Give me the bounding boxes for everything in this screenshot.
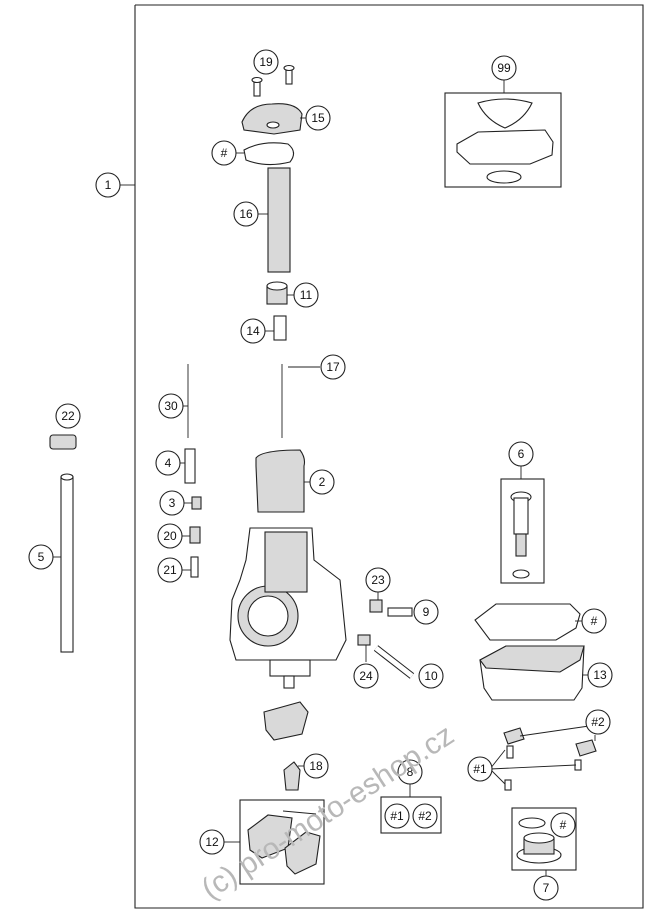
- vent-tube: [53, 473, 74, 653]
- cover-gasket: [236, 142, 295, 166]
- needle-valve-box: [500, 466, 545, 584]
- callout-4: 4: [155, 450, 181, 476]
- callout-hash-plug-oring: #: [550, 812, 576, 838]
- svg-text:17: 17: [326, 360, 340, 374]
- callout-23: 23: [365, 567, 391, 593]
- callout-15: 15: [305, 105, 331, 131]
- idle-screw: [387, 607, 413, 617]
- svg-text:#2: #2: [418, 809, 432, 823]
- callout-2: 2: [309, 469, 335, 495]
- svg-text:15: 15: [311, 111, 325, 125]
- needle-jet: [180, 448, 196, 484]
- air-screw: [373, 645, 415, 679]
- svg-text:11: 11: [300, 288, 313, 302]
- assembly-frame: [120, 4, 644, 909]
- callout-8-screw-1: #1: [384, 803, 410, 829]
- svg-text:9: 9: [423, 605, 430, 619]
- callout-7: 7: [533, 875, 559, 901]
- pilot-jet: [182, 526, 201, 544]
- svg-text:99: 99: [497, 61, 511, 75]
- svg-text:#: #: [560, 818, 567, 832]
- callout-hash-bowl-gasket: #: [581, 608, 607, 634]
- main-jet: [184, 496, 202, 510]
- screw-kit-box: [380, 784, 442, 834]
- callout-17: 17: [320, 354, 346, 380]
- float-bowl-gasket: [474, 603, 582, 641]
- callout-6: 6: [508, 441, 534, 467]
- tube-clip: [49, 434, 77, 450]
- main-jet-needle: [183, 364, 189, 438]
- callout-10: 10: [418, 663, 444, 689]
- svg-text:3: 3: [169, 496, 176, 510]
- carburetor-body: [229, 527, 347, 689]
- callout-20: 20: [157, 523, 183, 549]
- jet-needle: [281, 364, 320, 438]
- svg-text:10: 10: [424, 669, 438, 683]
- svg-text:5: 5: [38, 550, 45, 564]
- callout-3: 3: [159, 490, 185, 516]
- callout-16: 16: [233, 201, 259, 227]
- svg-text:23: 23: [371, 573, 385, 587]
- float-bowl-plug-box: [511, 807, 577, 876]
- svg-text:18: 18: [309, 759, 323, 773]
- svg-text:#: #: [221, 146, 228, 160]
- float-needle-valve: [283, 761, 304, 791]
- callout-14: 14: [240, 318, 266, 344]
- callout-13: 13: [587, 662, 613, 688]
- callout-18: 18: [303, 753, 329, 779]
- callout-1: 1: [95, 172, 121, 198]
- svg-text:16: 16: [239, 207, 253, 221]
- svg-text:2: 2: [319, 475, 326, 489]
- callout-21: 21: [157, 557, 183, 583]
- svg-text:14: 14: [246, 324, 260, 338]
- svg-text:#1: #1: [390, 809, 404, 823]
- float-box: [224, 799, 325, 885]
- bowl-screws: [489, 745, 582, 791]
- top-cover: [241, 103, 306, 135]
- throttle-slide: [255, 449, 310, 513]
- svg-text:#1: #1: [473, 762, 487, 776]
- callout-hash-1-screws: #1: [467, 756, 493, 782]
- slide-spring: [258, 167, 291, 273]
- callout-hash-gasket-top: #: [211, 140, 237, 166]
- svg-text:19: 19: [259, 55, 273, 69]
- svg-text:13: 13: [593, 668, 607, 682]
- needle-holder: [266, 281, 294, 305]
- svg-text:30: 30: [164, 399, 178, 413]
- float-bowl: [479, 645, 588, 701]
- callout-19: 19: [253, 49, 279, 75]
- callout-hash-2-plates: #2: [585, 709, 611, 735]
- callout-11: 11: [293, 282, 319, 308]
- callout-22: 22: [55, 403, 81, 429]
- svg-text:22: 22: [61, 409, 75, 423]
- callout-8-screw-2: #2: [412, 803, 438, 829]
- starter-jet: [182, 556, 199, 578]
- callout-8: 8: [397, 759, 423, 785]
- svg-text:4: 4: [165, 456, 172, 470]
- cover-screws: [251, 64, 295, 97]
- callout-99: 99: [491, 55, 517, 81]
- svg-text:24: 24: [359, 669, 373, 683]
- svg-text:#: #: [591, 614, 598, 628]
- svg-text:8: 8: [407, 765, 414, 779]
- svg-text:21: 21: [163, 563, 177, 577]
- svg-text:20: 20: [163, 529, 177, 543]
- svg-text:12: 12: [205, 835, 219, 849]
- callout-24: 24: [353, 663, 379, 689]
- svg-text:6: 6: [518, 447, 525, 461]
- idle-screw-spring: [369, 592, 383, 613]
- svg-text:#2: #2: [591, 715, 605, 729]
- air-screw-spring: [357, 634, 371, 662]
- callout-5: 5: [28, 544, 54, 570]
- callout-30: 30: [158, 393, 184, 419]
- lower-intake-part: [263, 701, 309, 741]
- svg-text:1: 1: [105, 178, 112, 192]
- callout-9: 9: [413, 599, 439, 625]
- gasket-kit-box: [444, 80, 562, 188]
- bowl-plates: [503, 725, 597, 757]
- needle-clip-holder: [265, 315, 287, 341]
- svg-text:7: 7: [543, 881, 550, 895]
- callout-12: 12: [199, 829, 225, 855]
